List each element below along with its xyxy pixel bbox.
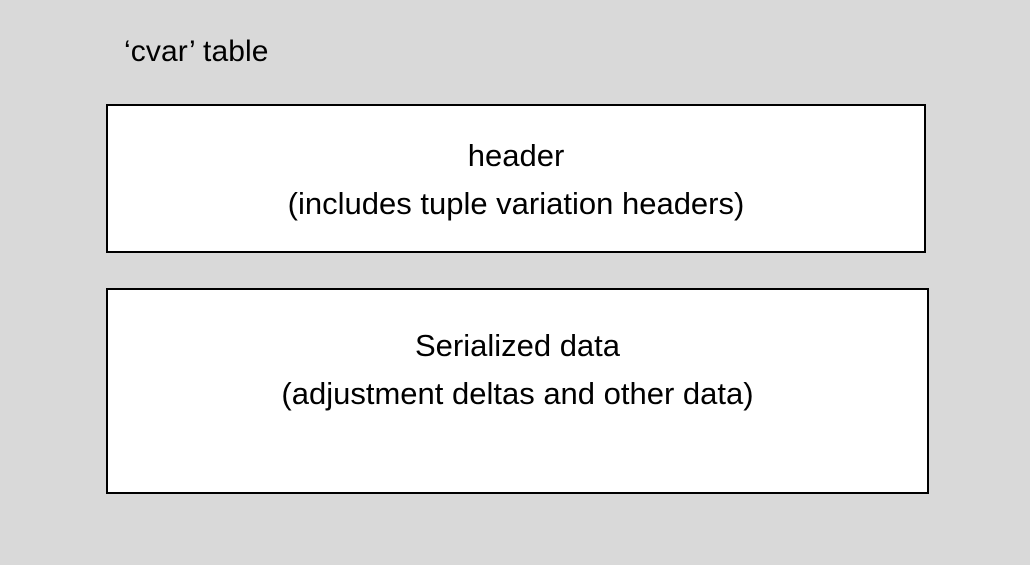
page-title: ‘cvar’ table [124, 35, 269, 68]
header-box-secondary-label: (includes tuple variation headers) [287, 185, 745, 221]
serialized-data-box: Serialized data (adjustment deltas and o… [106, 288, 929, 494]
header-box-primary-label: header [467, 137, 565, 173]
serialized-data-box-secondary-label: (adjustment deltas and other data) [281, 376, 754, 411]
serialized-data-box-primary-label: Serialized data [414, 328, 621, 363]
header-box: header (includes tuple variation headers… [106, 104, 926, 253]
